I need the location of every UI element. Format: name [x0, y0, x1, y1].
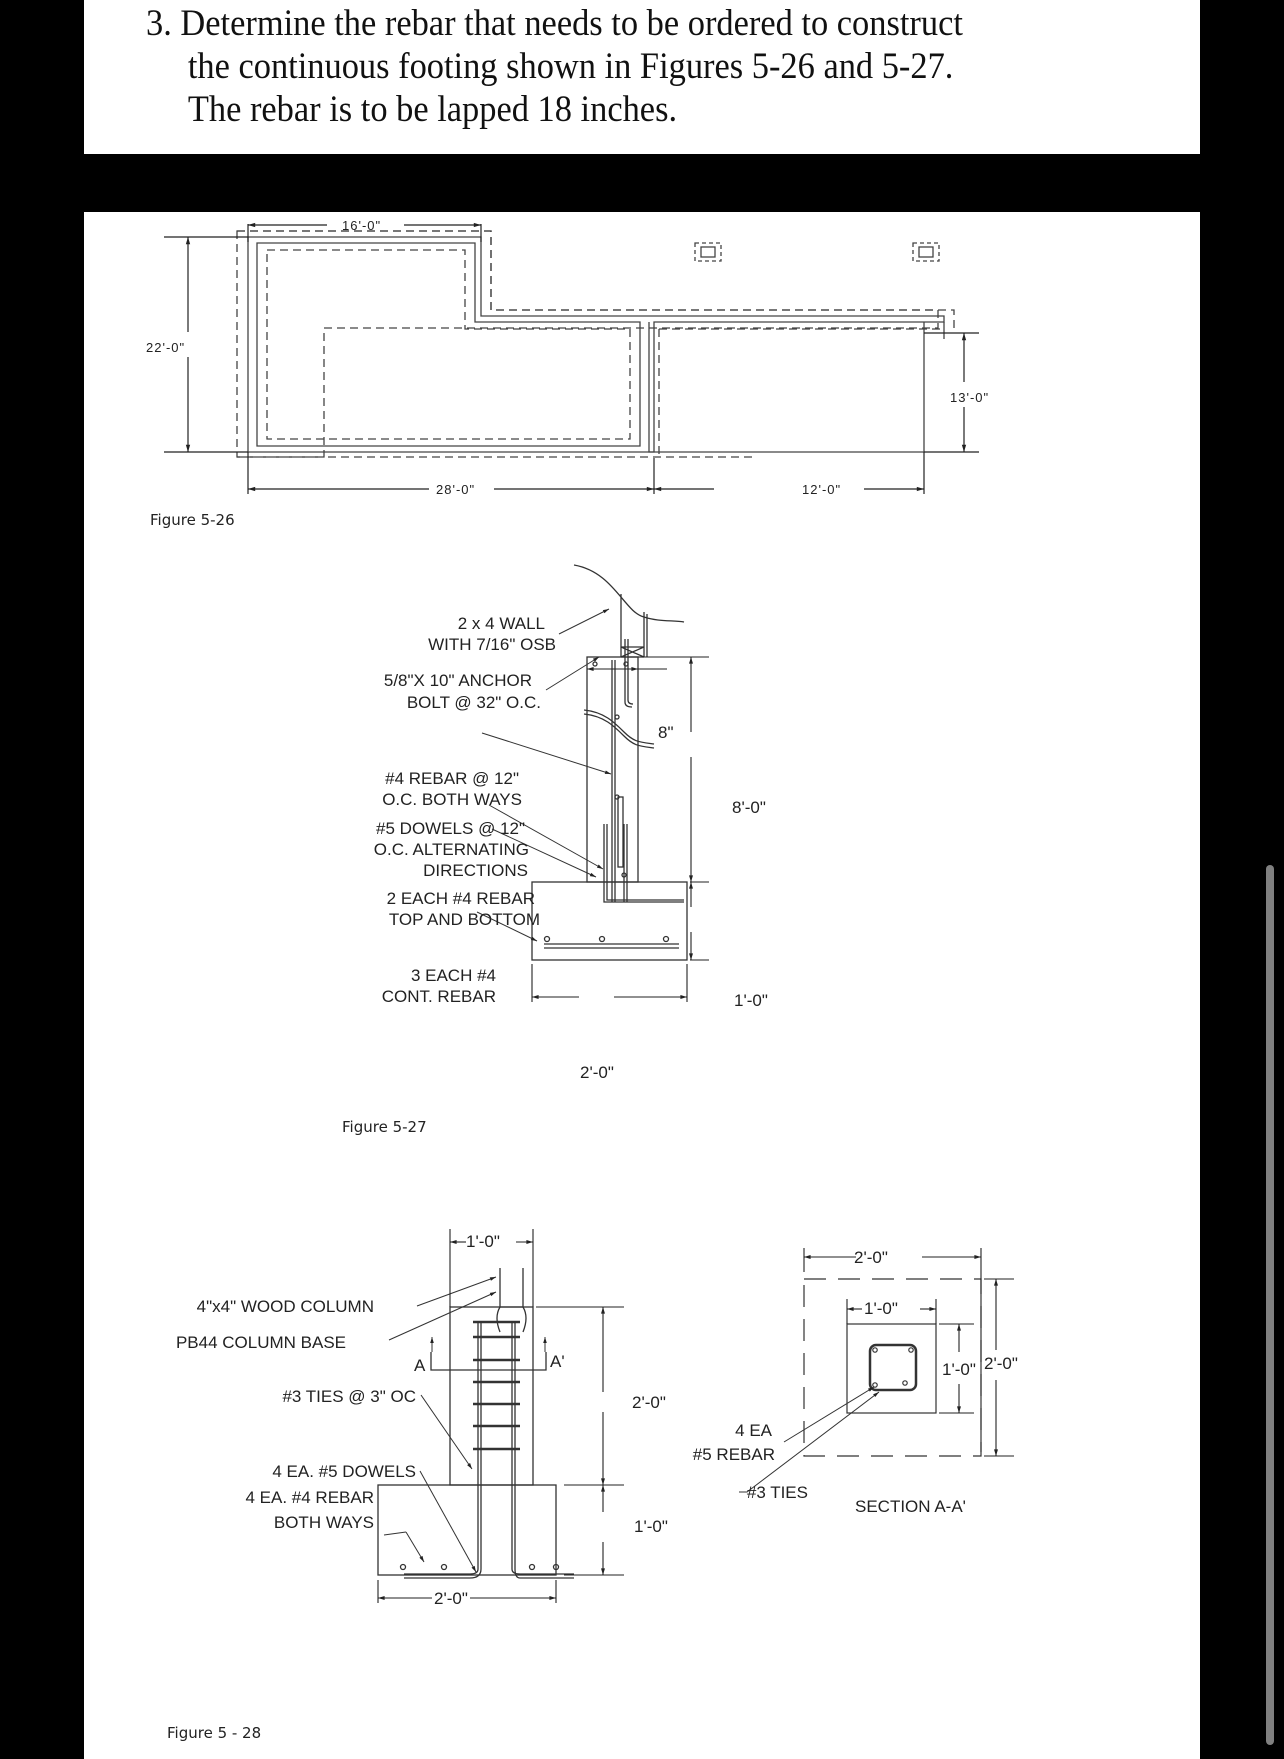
dim-section-outer-width: 2'-0" — [854, 1248, 888, 1267]
figure-5-27-section — [531, 564, 688, 961]
label-section-a-prime: A' — [550, 1352, 565, 1371]
question-line-3: The rebar is to be lapped 18 inches. — [187, 89, 678, 130]
label-cont-2: CONT. REBAR — [382, 987, 496, 1006]
figure-5-26-plan — [236, 230, 955, 458]
label-rebar-line1: 4 EA. #4 REBAR — [245, 1488, 374, 1507]
dim-22ft: 22'-0" — [146, 340, 185, 355]
label-rebar-2: O.C. BOTH WAYS — [382, 790, 522, 809]
label-column: 4"x4" WOOD COLUMN — [197, 1297, 374, 1316]
figures-drawing: 16'-0" 22'-0" 28'-0" 12'-0" 13'-0" Figur… — [146, 218, 1018, 1742]
label-ties: #3 TIES @ 3" OC — [282, 1387, 416, 1406]
dim-1ft: 1'-0" — [734, 991, 768, 1010]
label-rebar-1: #4 REBAR @ 12" — [385, 769, 519, 788]
label-base: PB44 COLUMN BASE — [176, 1333, 346, 1352]
label-dowels-1: #5 DOWELS @ 12" — [376, 819, 525, 838]
dim-pier-width: 1'-0" — [466, 1232, 500, 1251]
figure-5-28-leaders — [383, 1276, 547, 1573]
question-text: 3. Determine the rebar that needs to be … — [146, 2, 1076, 131]
figure-5-26-caption: Figure 5-26 — [150, 511, 235, 529]
dim-12ft: 12'-0" — [802, 482, 841, 497]
dim-8in: 8" — [658, 723, 674, 742]
figure-5-28-caption: Figure 5 - 28 — [167, 1724, 261, 1742]
dim-pier-height: 2'-0" — [632, 1393, 666, 1412]
label-dowels: 4 EA. #5 DOWELS — [272, 1462, 416, 1481]
label-anchor-2: BOLT @ 32" O.C. — [407, 693, 541, 712]
label-section-ties: #3 TIES — [747, 1483, 808, 1502]
figure-5-26-dimensions — [164, 222, 979, 494]
label-topbot-2: TOP AND BOTTOM — [389, 910, 540, 929]
dim-footing-depth: 1'-0" — [634, 1517, 668, 1536]
dim-2ft: 2'-0" — [580, 1063, 614, 1082]
dim-footing-width: 2'-0" — [434, 1589, 468, 1608]
label-rebar-line2: BOTH WAYS — [274, 1513, 374, 1532]
label-section-a: A — [414, 1356, 426, 1375]
figure-page: 16'-0" 22'-0" 28'-0" 12'-0" 13'-0" Figur… — [84, 212, 1200, 1759]
figure-5-27-leaders — [476, 608, 612, 942]
label-section-rebar-2: #5 REBAR — [693, 1445, 775, 1464]
label-section-rebar-1: 4 EA — [735, 1421, 773, 1440]
question-line-2: the continuous footing shown in Figures … — [187, 46, 954, 87]
label-wall-1: 2 x 4 WALL — [458, 614, 545, 633]
figure-5-27-dimensions — [531, 656, 709, 1002]
dim-16ft: 16'-0" — [342, 218, 381, 233]
question-line-1: 3. Determine the rebar that needs to be … — [146, 3, 963, 44]
figure-5-28-dimensions — [377, 1229, 624, 1603]
dim-section-inner-height: 1'-0" — [942, 1360, 976, 1379]
section-title: SECTION A-A' — [855, 1497, 966, 1516]
label-dowels-3: DIRECTIONS — [423, 861, 528, 880]
figure-5-27-caption: Figure 5-27 — [342, 1118, 427, 1136]
label-anchor-1: 5/8"X 10" ANCHOR — [384, 671, 532, 690]
dim-8ft: 8'-0" — [732, 798, 766, 817]
dim-28ft: 28'-0" — [436, 482, 475, 497]
section-a-a-dimensions — [803, 1248, 1014, 1457]
label-topbot-1: 2 EACH #4 REBAR — [387, 889, 535, 908]
label-wall-2: WITH 7/16" OSB — [428, 635, 556, 654]
dim-section-outer-height: 2'-0" — [984, 1354, 1018, 1373]
label-cont-1: 3 EACH #4 — [411, 966, 496, 985]
vertical-scrollbar[interactable] — [1266, 865, 1274, 1745]
section-a-a-leaders — [739, 1386, 880, 1493]
dim-13ft: 13'-0" — [950, 390, 989, 405]
section-a-a-drawing — [803, 1278, 982, 1457]
figure-5-28-elevation — [377, 1268, 574, 1579]
label-dowels-2: O.C. ALTERNATING — [374, 840, 529, 859]
question-card: 3. Determine the rebar that needs to be … — [84, 0, 1200, 154]
dim-section-inner-width: 1'-0" — [864, 1299, 898, 1318]
